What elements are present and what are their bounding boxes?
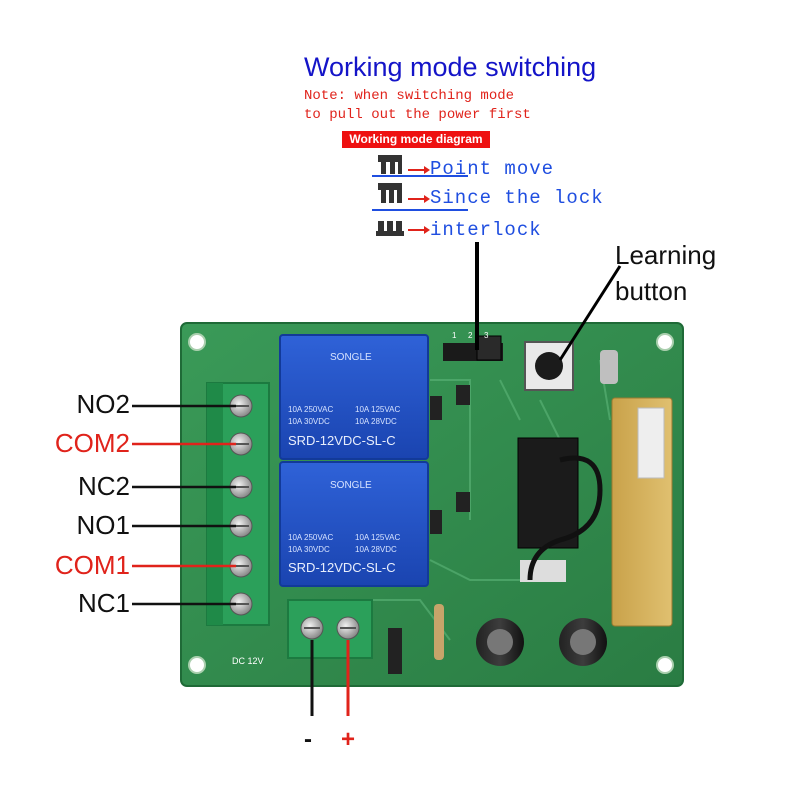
mode-label-point-move: Point move <box>430 158 555 180</box>
learning-button-label-line-1: Learning <box>615 240 717 270</box>
jumper-label-3: 3 <box>484 331 489 340</box>
rf-module <box>611 397 673 627</box>
relay1-rating4: 10A 28VDC <box>355 545 397 554</box>
terminal-callout-lines <box>132 404 236 606</box>
jumper-label-1: 1 <box>452 331 457 340</box>
relay2-rating3: 10A 30VDC <box>288 417 330 426</box>
terminal-label-com1: COM1 <box>54 550 130 580</box>
learning-button <box>524 341 574 391</box>
terminal-label-com2: COM2 <box>54 428 130 458</box>
mode-arrow-3 <box>408 226 430 234</box>
relay1-rating2: 10A 125VAC <box>355 533 400 542</box>
terminal-label-nc2: NC2 <box>77 471 130 501</box>
capacitor-1 <box>476 618 524 666</box>
mount-hole <box>656 656 674 674</box>
relay-1 <box>279 461 429 587</box>
terminal-label-nc1: NC1 <box>77 588 130 618</box>
dc-screws <box>300 616 360 716</box>
dc-12v-label: DC 12V <box>232 656 264 666</box>
page-title: Working mode switching <box>304 52 597 82</box>
mode-label-interlock: interlock <box>430 219 542 241</box>
board-printing: SONGLE 10A 250VAC 10A 125VAC 10A 30VDC 1… <box>232 331 489 666</box>
relay1-rating1: 10A 250VAC <box>288 533 333 542</box>
mount-hole <box>656 333 674 351</box>
jumper-header <box>443 335 503 361</box>
relay1-rating3: 10A 30VDC <box>288 545 330 554</box>
mode-arrow-1 <box>408 166 430 174</box>
working-mode-diagram-badge: Working mode diagram <box>342 131 490 148</box>
learning-button-label-line-2: button <box>615 276 688 306</box>
jumper-label-2: 2 <box>468 331 473 340</box>
learning-callout <box>558 265 622 361</box>
note-line-1: Note: when switching mode <box>304 88 515 104</box>
interlock-jumper-icon <box>376 221 404 236</box>
relay-2 <box>279 334 429 460</box>
mode-arrow-2 <box>408 195 430 203</box>
dc-negative-label: - <box>304 726 312 753</box>
relay2-rating1: 10A 250VAC <box>288 405 333 414</box>
relay2-model: SRD-12VDC-SL-C <box>288 433 396 448</box>
relay1-model: SRD-12VDC-SL-C <box>288 560 396 575</box>
terminal-label-no1: NO1 <box>76 510 130 540</box>
mount-hole <box>188 333 206 351</box>
decoder-chip <box>517 437 579 549</box>
mode-label-self-lock: Since the lock <box>430 187 604 209</box>
antenna-coil <box>527 455 603 581</box>
relay2-brand: SONGLE <box>330 352 372 363</box>
dc-positive-label: + <box>341 726 356 753</box>
mount-hole <box>188 656 206 674</box>
point-move-jumper-icon <box>372 155 468 177</box>
relay1-brand: SONGLE <box>330 480 372 491</box>
terminal-label-no2: NO2 <box>76 389 130 419</box>
relay2-rating2: 10A 125VAC <box>355 405 400 414</box>
mode-icons <box>372 155 468 236</box>
capacitor-2 <box>559 618 607 666</box>
relay2-rating4: 10A 28VDC <box>355 417 397 426</box>
output-terminal-block <box>206 382 270 626</box>
note-line-2: to pull out the power first <box>304 107 531 123</box>
self-lock-jumper-icon <box>372 183 468 211</box>
